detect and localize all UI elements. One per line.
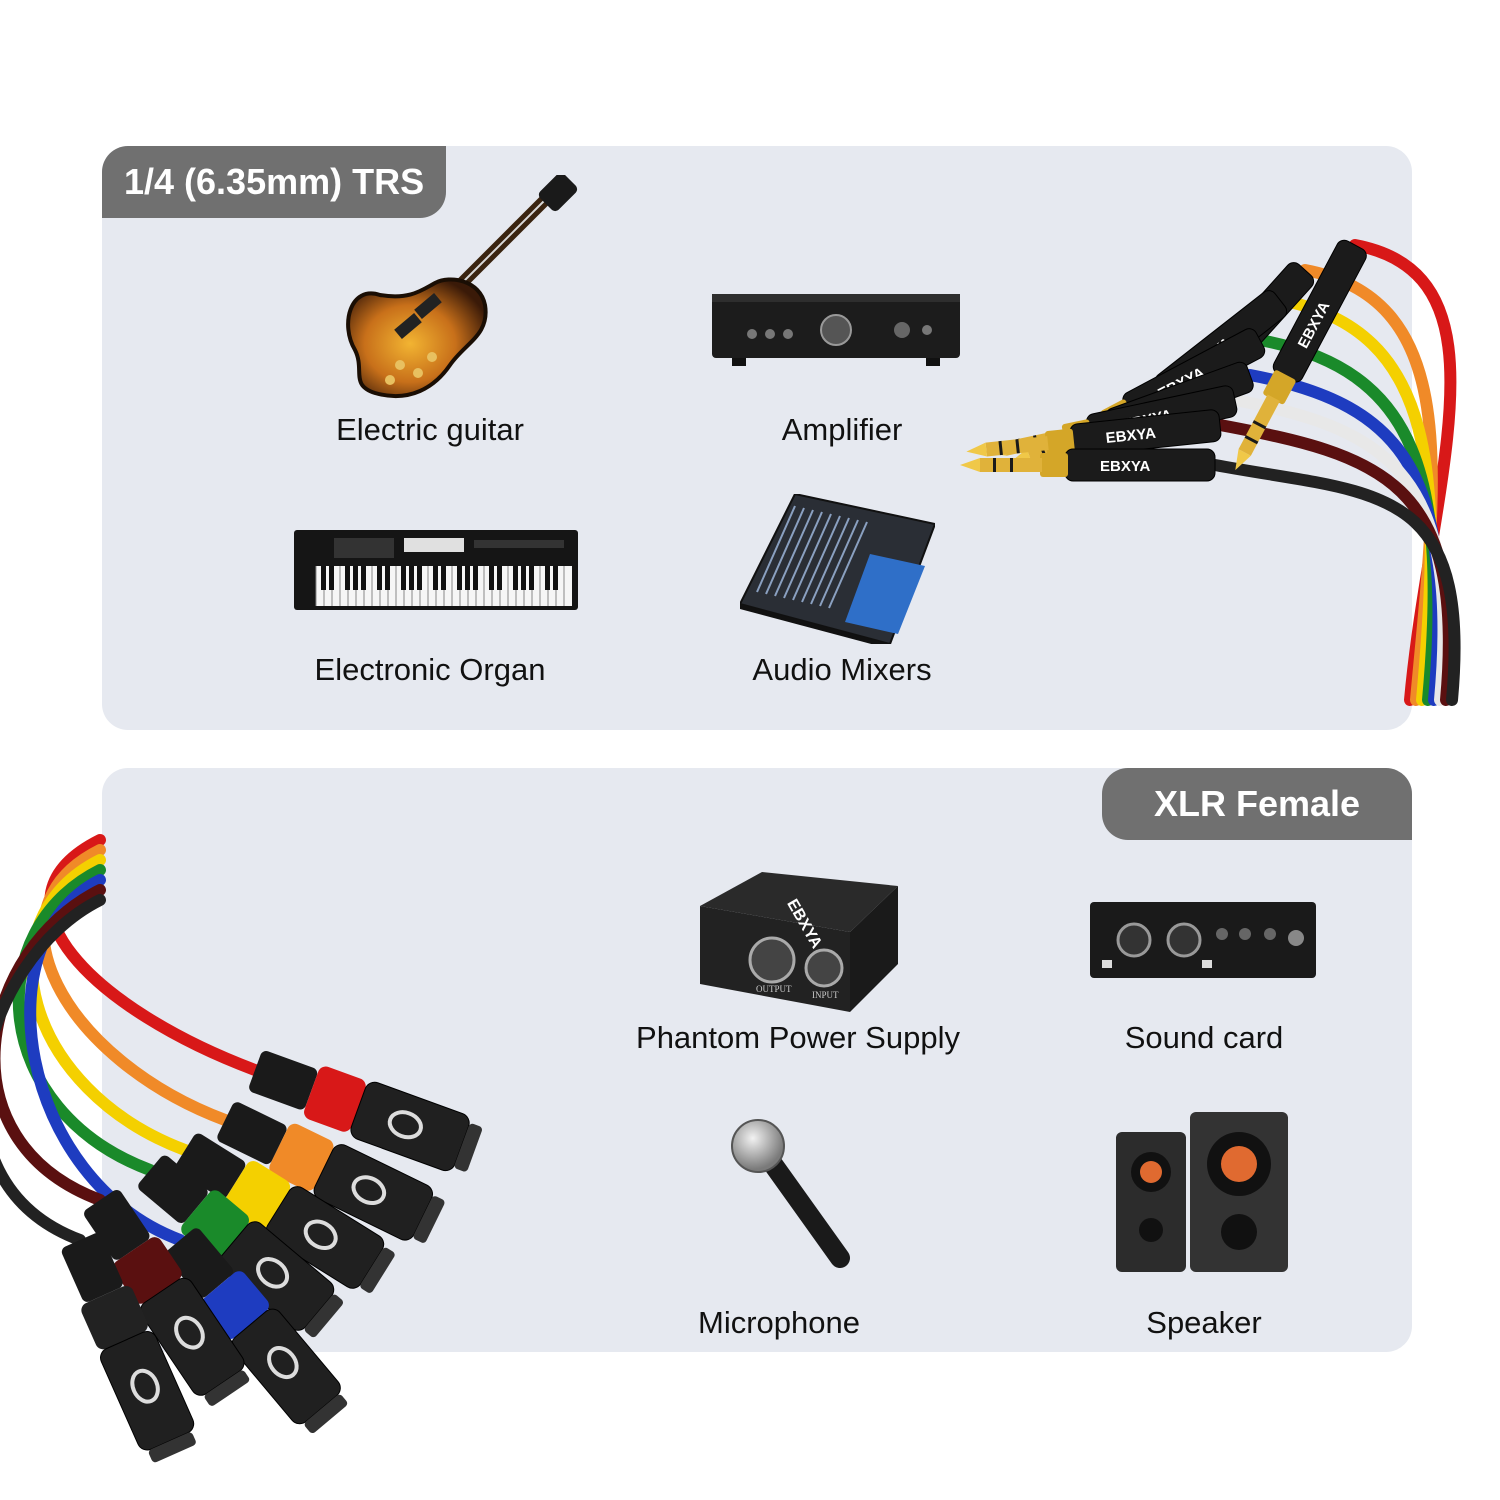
device-caption-audio-mixers: Audio Mixers (752, 652, 932, 687)
xlr-cable-wire (12, 864, 156, 1176)
xlr-cable-wire (44, 834, 261, 1076)
sound-card-icon (1090, 902, 1316, 978)
trs-plug-brand: EBXYA (1105, 425, 1157, 447)
keyboard-icon (294, 530, 578, 610)
xlr-section-label: XLR Female (1102, 768, 1412, 840)
xlr-cable-wire (26, 854, 191, 1156)
xlr-cable-wire (0, 894, 106, 1246)
xlr-female-plug (217, 1102, 445, 1243)
xlr-cable-bundle (0, 834, 482, 1463)
device-caption-electronic-organ: Electronic Organ (314, 652, 546, 687)
device-caption-microphone: Microphone (698, 1305, 860, 1340)
device-caption-sound-card: Sound card (1124, 1020, 1284, 1055)
trs-plug-brand: EBXYA (1100, 458, 1150, 475)
microphone-icon (731, 1119, 850, 1268)
trs-cable-wire (1209, 459, 1461, 706)
xlr-female-plug (249, 1051, 482, 1172)
trs-jack-plug: EBXYA (960, 448, 1216, 482)
device-caption-amplifier: Amplifier (781, 412, 903, 447)
device-caption-phantom-power-supply: Phantom Power Supply (636, 1020, 960, 1055)
xlr-cable-wire (37, 844, 231, 1126)
xlr-female-plug (84, 1190, 250, 1406)
trs-jack-plug: EBXYA (1235, 239, 1367, 471)
trs-cable-bundle: EBXYAEBXYAEBXYAEBXYAEBXYAEBXYAEBXYAEBXYA (960, 239, 1461, 706)
phantom-output-text: OUTPUT (756, 984, 792, 994)
amplifier-icon (712, 294, 960, 366)
mixer-icon (740, 494, 935, 644)
electric-guitar-icon (346, 175, 578, 399)
speaker-icon (1116, 1112, 1288, 1272)
device-caption-speaker: Speaker (1146, 1305, 1262, 1340)
phantom-input-text: INPUT (812, 990, 839, 1000)
xlr-cable-wire (0, 884, 106, 1206)
xlr-female-plug (61, 1232, 196, 1463)
trs-section-label: 1/4 (6.35mm) TRS (102, 146, 447, 218)
device-caption-electric-guitar: Electric guitar (336, 412, 524, 447)
phantom-power-icon: EBXYA OUTPUT INPUT (700, 872, 898, 1012)
